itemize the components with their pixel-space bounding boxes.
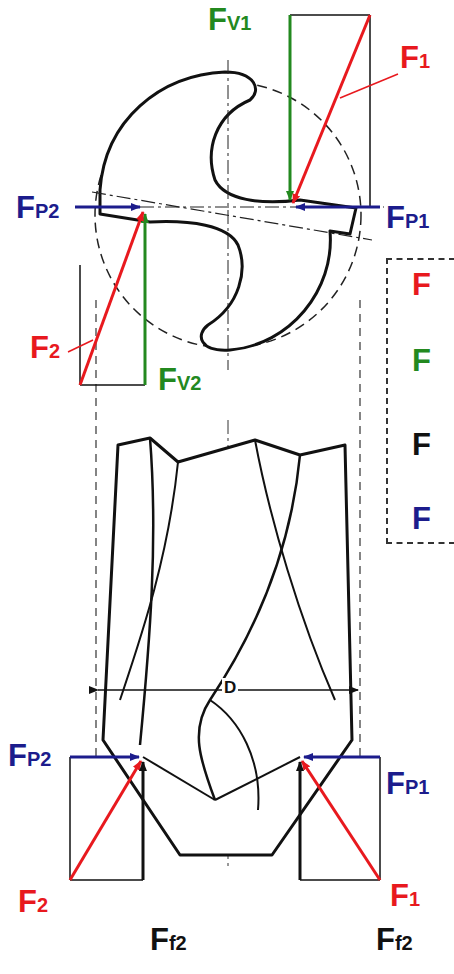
passive-force-arrow (75, 206, 140, 209)
vertical-force-arrow (144, 214, 147, 385)
force-box-line (70, 879, 143, 881)
flute-edge (255, 440, 335, 700)
feed-force-arrow (142, 762, 145, 880)
force-label: FV1 (208, 2, 251, 38)
chisel-edge (210, 700, 258, 810)
flute-edge (120, 462, 178, 700)
vertical-force-arrow (289, 15, 292, 200)
force-box-line (69, 757, 71, 880)
force-label: F1 (400, 40, 430, 76)
projection-line (95, 300, 96, 760)
projection-line (359, 300, 360, 760)
force-label: Ff2 (150, 922, 187, 958)
force-symbol: F (412, 344, 431, 378)
resultant-force-arrow (70, 761, 141, 880)
force-label: FV2 (158, 362, 201, 398)
leader-line (340, 74, 398, 98)
force-box-line (290, 14, 370, 16)
passive-force-arrow (296, 206, 380, 209)
dimension-label: D (222, 678, 238, 698)
resultant-force-arrow (302, 761, 380, 880)
lip-edge (215, 757, 300, 800)
force-box-line (300, 879, 380, 881)
lip-edge (143, 757, 215, 800)
force-label: F1 (390, 878, 420, 914)
force-label: Ff2 (376, 922, 413, 958)
force-label: FP1 (386, 766, 429, 802)
force-box-line (80, 384, 145, 386)
feed-force-arrow (299, 762, 302, 880)
force-box-line (369, 15, 371, 207)
force-symbol: F (412, 428, 431, 462)
passive-force-arrow (304, 756, 380, 759)
resultant-force-arrow (80, 212, 143, 385)
force-label: FP2 (16, 190, 59, 226)
force-label: FP1 (384, 200, 431, 236)
resultant-force-arrow (293, 15, 370, 203)
force-box-line (379, 757, 381, 880)
passive-force-arrow (70, 756, 139, 759)
legend-box: F F F F (386, 258, 454, 544)
force-box-line (79, 265, 81, 385)
force-label: FP2 (8, 738, 51, 774)
center-line (228, 60, 229, 370)
force-symbol: F (412, 502, 431, 536)
flute-edge (140, 438, 153, 745)
force-symbol: F (412, 268, 431, 302)
force-label: F2 (18, 884, 48, 920)
leader-line (68, 340, 93, 352)
drill-body (103, 438, 352, 855)
force-label: F2 (30, 330, 60, 366)
